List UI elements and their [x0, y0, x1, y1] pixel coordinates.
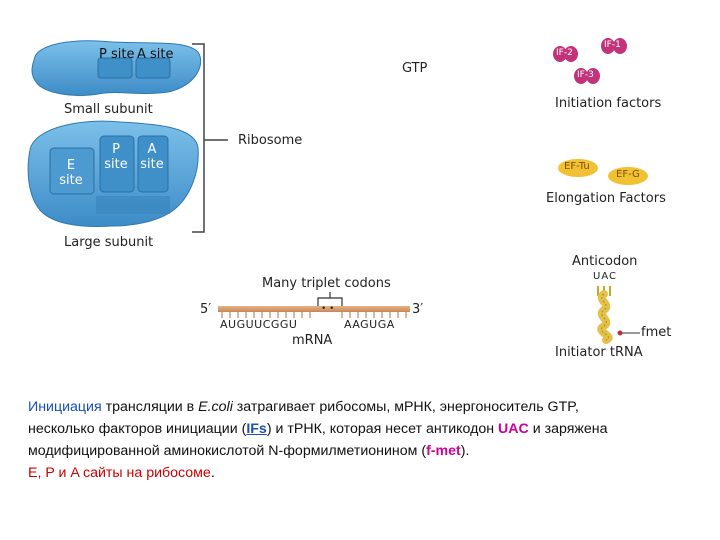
if1-label: IF-1 — [604, 40, 621, 50]
caption-uac: UAC — [498, 421, 529, 437]
gtp-label: GTP — [402, 61, 428, 76]
ef-g-label: EF-G — [616, 169, 640, 180]
small-subunit-shape — [31, 40, 202, 96]
caption-fmet: f-met — [426, 443, 461, 459]
large-subunit-label: Large subunit — [64, 235, 154, 250]
anticodon-label: Anticodon — [572, 254, 638, 269]
ef-tu-label: EF-Tu — [564, 161, 590, 172]
many-triplet-codons-label: Many triplet codons — [262, 276, 391, 291]
elongation-factor-shapes — [558, 159, 648, 185]
caption-line-3: модифицированной аминокислотой N-формилм… — [28, 443, 470, 459]
initiation-factor-shapes — [553, 38, 627, 84]
mrna-seq-right: AAGUGA — [344, 318, 395, 331]
caption-ecoli: E.coli — [198, 399, 233, 415]
caption-initiation-term: Инициация — [28, 399, 102, 415]
mrna-seq-left: AUGUUCGGU — [220, 318, 298, 331]
small-subunit-label: Small subunit — [64, 102, 153, 117]
initiator-trna-label: Initiator tRNA — [555, 345, 643, 360]
caption: Инициация трансляции в E.coli затрагивае… — [28, 396, 698, 484]
mrna-dots: • • — [321, 304, 335, 314]
initiator-trna-shape — [597, 286, 640, 344]
ef-g-shape — [608, 167, 648, 185]
if2-label: IF-2 — [556, 48, 573, 58]
five-prime-label: 5′ — [200, 302, 212, 317]
mrna-label: mRNA — [292, 333, 333, 348]
ef-tu-shape — [558, 159, 598, 177]
small-subunit-p-site-label: P site — [99, 47, 135, 62]
if3-shape — [574, 68, 600, 84]
ribosome-label: Ribosome — [238, 133, 303, 148]
three-prime-label: 3′ — [412, 302, 424, 317]
anticodon-sequence: UAC — [593, 271, 617, 282]
caption-line-4: E, P и A сайты на рибосоме. — [28, 465, 215, 481]
fmet-label: fmet — [641, 325, 672, 340]
ribosome-bracket — [192, 43, 228, 233]
large-subunit-shape — [27, 120, 199, 227]
caption-sites-note: E, P и A сайты на рибосоме — [28, 465, 211, 481]
if2-shape — [553, 46, 578, 62]
caption-ifs-link[interactable]: IFs — [246, 421, 267, 437]
initiation-factors-label: Initiation factors — [555, 96, 662, 111]
if3-label: IF-3 — [577, 70, 594, 80]
caption-line-1: Инициация трансляции в E.coli затрагивае… — [28, 399, 579, 415]
elongation-factors-label: Elongation Factors — [546, 191, 666, 206]
small-subunit-a-site-label: A site — [137, 47, 174, 62]
caption-line-2: несколько факторов инициации (IFs) и тРН… — [28, 421, 608, 437]
if1-shape — [601, 38, 627, 54]
mrna-strand — [218, 292, 410, 318]
